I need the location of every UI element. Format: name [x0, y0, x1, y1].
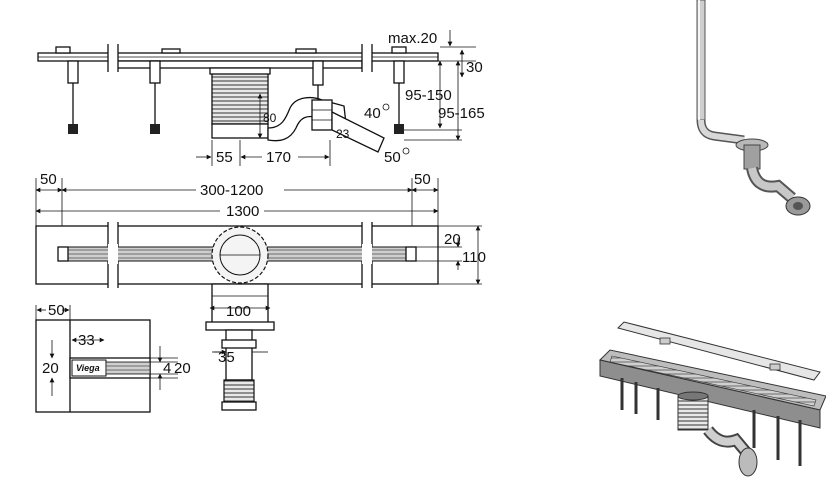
- dim-total-width-label: 110: [462, 249, 486, 266]
- side-view: max.20 30 95-150 95-165 80 40 23 50 55 1…: [37, 30, 485, 166]
- brand-label: Viega: [76, 363, 100, 373]
- outlet-view: 100 35: [205, 283, 275, 411]
- dim-range-2-label: 95-165: [438, 105, 485, 122]
- dim-max-label: max.20: [388, 30, 437, 47]
- dim-margin-right-label: 50: [414, 171, 431, 188]
- detail-view: 50 33 Viega 20 4 20: [35, 302, 191, 413]
- dim-35-label: 35: [218, 349, 235, 366]
- adjustable-foot-1: [67, 60, 79, 134]
- angled-outlet: [331, 110, 385, 153]
- dim-length-range-label: 300-1200: [200, 182, 263, 199]
- dim-left-label: 55: [216, 149, 233, 166]
- dim-total-length-label: 1300: [226, 203, 259, 220]
- dim-angle-23-label: 23: [336, 127, 350, 141]
- adjustable-foot-4: [393, 60, 405, 134]
- dim-33-label: 33: [78, 332, 95, 349]
- dim-top-label: 30: [466, 59, 483, 76]
- dim-margin-left-label: 50: [40, 171, 57, 188]
- vertical-outlet-pipe: [225, 329, 253, 381]
- dim-angle-40-label: 40: [364, 105, 381, 122]
- dim-100-label: 100: [226, 303, 251, 320]
- channel-drain-3d-illustration: [599, 321, 826, 477]
- dim-slot-width-label: 20: [444, 231, 461, 248]
- dim-4-label: 4: [163, 360, 171, 377]
- dim-20-left-label: 20: [42, 360, 59, 377]
- top-view: 50 300-1200 50 1300: [35, 171, 486, 288]
- dim-50-detail-label: 50: [48, 302, 65, 319]
- dim-20-right-label: 20: [174, 360, 191, 377]
- adjustable-foot-3: [312, 60, 324, 100]
- dim-angle-50-label: 50: [384, 149, 401, 166]
- dim-range-1-label: 95-150: [405, 87, 452, 104]
- adjustable-foot-2: [149, 60, 161, 134]
- dim-height-label: 80: [263, 111, 277, 125]
- dim-center-label: 170: [266, 149, 291, 166]
- bath-waste-illustration: [696, 0, 811, 216]
